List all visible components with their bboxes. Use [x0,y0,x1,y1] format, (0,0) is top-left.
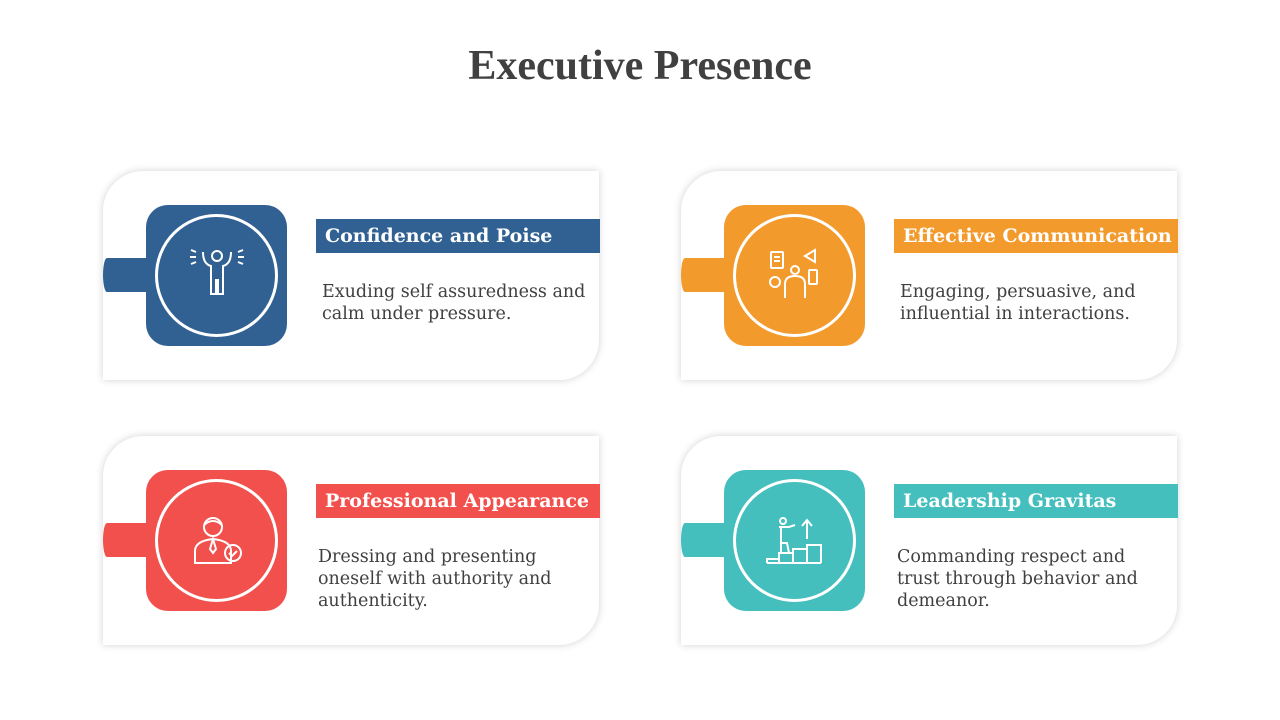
card-confidence: Confidence and Poise Exuding self assure… [103,171,600,380]
page-title: Executive Presence [468,43,812,89]
card-description: Exuding self assuredness and calm under … [322,282,586,324]
card-title: Confidence and Poise [316,219,600,253]
card-communication: Effective Communication Engaging, persua… [681,171,1178,380]
card-gravitas: Leadership Gravitas Commanding respect a… [681,436,1178,645]
card-description: Commanding respect and trust through beh… [897,547,1138,611]
card-title: Professional Appearance [316,484,600,518]
professional-person-icon [193,516,242,564]
card-description: Engaging, persuasive, and influential in… [900,282,1136,324]
confident-person-icon [189,248,244,295]
communication-icon [768,247,818,298]
leadership-stairs-icon [765,516,822,564]
card-title: Leadership Gravitas [894,484,1178,518]
card-title: Effective Communication [894,219,1178,253]
card-description: Dressing and presenting oneself with aut… [318,547,552,611]
card-appearance: Professional Appearance Dressing and pre… [103,436,600,645]
